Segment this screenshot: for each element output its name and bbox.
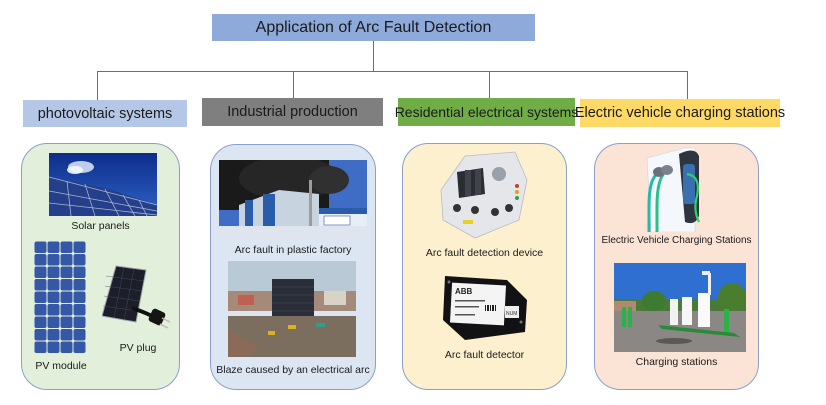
panel-residential: Arc fault detection device ABB NUM Arc f…: [402, 143, 567, 390]
pv-cell: [60, 329, 73, 341]
pv-cell: [60, 254, 73, 266]
charging-stations-photo: [614, 263, 746, 352]
pv-cell: [47, 241, 60, 253]
connector-to-residential: [489, 71, 490, 100]
pv-cell: [73, 279, 86, 291]
connector-root-vertical: [373, 41, 374, 72]
pv-cell: [47, 254, 60, 266]
pv-cell: [47, 341, 60, 353]
detection-device-photo: [435, 150, 531, 242]
category-residential: Residential electrical systems: [395, 98, 578, 126]
pv-cell: [60, 241, 73, 253]
pv-cell: [34, 266, 47, 278]
caption-arc-fault-detector: Arc fault detector: [444, 349, 525, 361]
pv-cell: [47, 291, 60, 303]
pv-cell: [60, 341, 73, 353]
pv-cell: [73, 291, 86, 303]
pv-plug-photo: [102, 264, 174, 336]
pv-cell: [60, 279, 73, 291]
caption-pv-module: PV module: [35, 360, 87, 372]
panel-photovoltaic: Solar panels PV module PV plug: [21, 143, 180, 390]
num-tag-label: NUM: [506, 311, 517, 317]
pv-cell: [60, 316, 73, 328]
abb-brand-label: ABB: [455, 287, 473, 296]
pv-cell: [73, 304, 86, 316]
burned-building-photo: [228, 261, 356, 357]
caption-charging-stations: Charging stations: [635, 356, 718, 368]
factory-fire-photo: [219, 160, 367, 239]
panel-ev-charging: Electric Vehicle Charging Stations Charg…: [594, 143, 759, 390]
caption-electrical-blaze: Blaze caused by an electrical arc: [216, 364, 370, 376]
pv-module-photo: [34, 241, 86, 354]
pv-cell: [47, 266, 60, 278]
category-industrial: Industrial production: [202, 98, 383, 126]
connector-horizontal-bar: [97, 71, 688, 72]
panel-industrial: Arc fault in plastic factory Blaze cause…: [210, 144, 376, 390]
ev-charger-photo: [635, 146, 715, 232]
pv-cell: [34, 316, 47, 328]
caption-solar-panels: Solar panels: [71, 220, 130, 232]
pv-cell: [73, 266, 86, 278]
pv-cell: [47, 304, 60, 316]
pv-cell: [73, 341, 86, 353]
pv-cell: [34, 241, 47, 253]
pv-cell: [73, 329, 86, 341]
pv-cell: [34, 341, 47, 353]
pv-cell: [34, 291, 47, 303]
category-photovoltaic: photovoltaic systems: [23, 100, 187, 127]
pv-cell: [34, 304, 47, 316]
connector-to-industrial: [293, 71, 294, 100]
pv-cell: [73, 316, 86, 328]
caption-pv-plug: PV plug: [119, 342, 157, 354]
root-node-title: Application of Arc Fault Detection: [212, 14, 535, 41]
pv-cell: [34, 329, 47, 341]
pv-cell: [34, 279, 47, 291]
caption-detection-device: Arc fault detection device: [425, 247, 544, 259]
pv-cell: [60, 291, 73, 303]
solar-panels-photo: [49, 153, 157, 216]
pv-cell: [47, 279, 60, 291]
pv-cell: [60, 304, 73, 316]
pv-cell: [34, 254, 47, 266]
pv-cell: [47, 316, 60, 328]
pv-cell: [73, 254, 86, 266]
pv-cell: [60, 266, 73, 278]
abb-detector-photo: ABB NUM: [441, 272, 531, 342]
caption-ev-charging-stations: Electric Vehicle Charging Stations: [601, 235, 752, 246]
connector-to-photovoltaic: [97, 71, 98, 100]
caption-plastic-factory: Arc fault in plastic factory: [234, 244, 352, 256]
pv-cell: [73, 241, 86, 253]
pv-cell: [47, 329, 60, 341]
category-ev-charging: Electric vehicle charging stations: [575, 99, 785, 127]
connector-to-ev: [687, 71, 688, 100]
